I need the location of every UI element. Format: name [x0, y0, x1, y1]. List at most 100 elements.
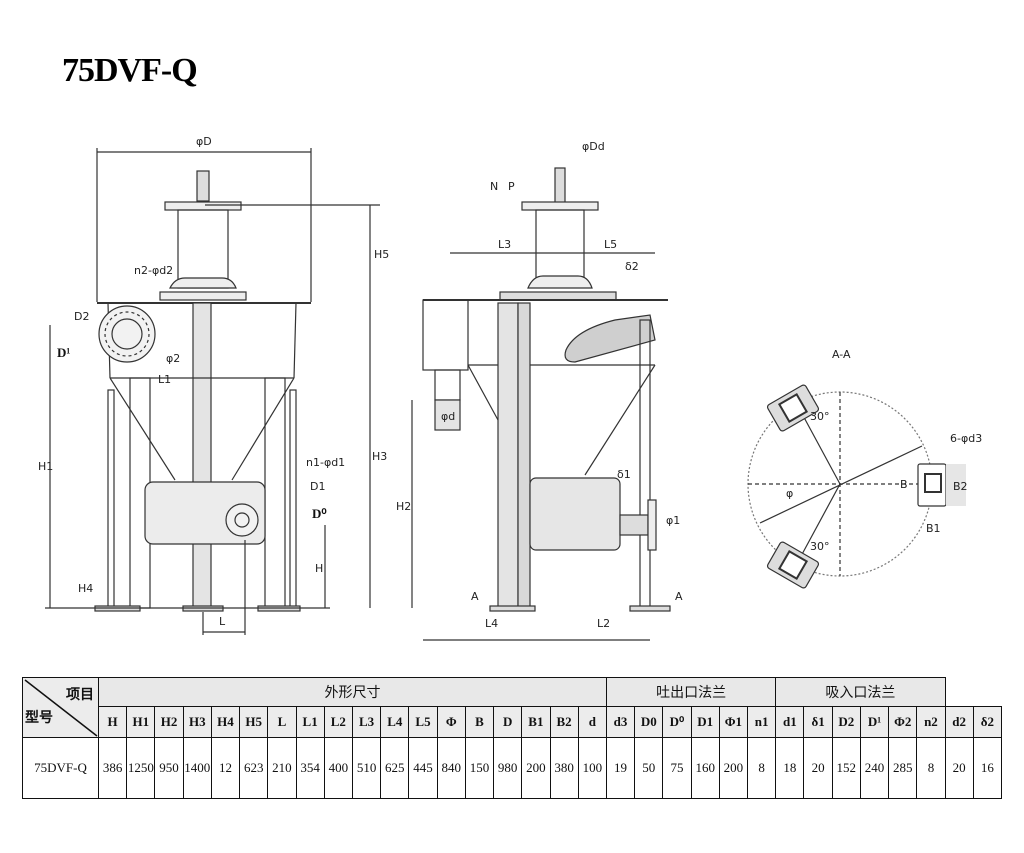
column-header: n2	[916, 706, 946, 738]
value-cell: 354	[295, 737, 325, 799]
group-header-row: 项目 型号 外形尺寸 吐出口法兰 吸入口法兰	[22, 677, 1002, 738]
value-cell: 19	[605, 737, 636, 799]
value-cell: 623	[239, 737, 269, 799]
value-cell: 160	[690, 737, 720, 799]
dim-H5: H5	[374, 248, 389, 261]
value-cell: 20	[944, 737, 974, 799]
column-header: H4	[210, 706, 241, 738]
svg-text:D⁰: D⁰	[312, 506, 327, 521]
svg-text:30°: 30°	[810, 540, 830, 553]
svg-text:N: N	[490, 180, 498, 193]
column-header: H	[97, 706, 128, 738]
column-header: L1	[295, 706, 325, 738]
svg-text:φDd: φDd	[582, 140, 605, 153]
model-cell: 75DVF-Q	[22, 737, 99, 799]
column-header: H1	[126, 706, 156, 738]
value-cell: 75	[662, 737, 692, 799]
value-cell: 50	[634, 737, 664, 799]
column-header: B1	[521, 706, 551, 738]
value-cell: 200	[521, 737, 551, 799]
value-cell: 100	[577, 737, 607, 799]
svg-text:H1: H1	[38, 460, 53, 473]
value-cell: 1250	[126, 737, 156, 799]
svg-text:30°: 30°	[810, 410, 830, 423]
table-corner-cell: 项目 型号	[22, 677, 99, 738]
svg-text:δ1: δ1	[617, 468, 631, 481]
svg-text:P: P	[508, 180, 515, 193]
value-cell: 200	[718, 737, 749, 799]
column-header: Φ1	[718, 706, 749, 738]
svg-text:H2: H2	[396, 500, 411, 513]
value-cell: 210	[267, 737, 297, 799]
group-discharge-flange: 吐出口法兰	[605, 677, 777, 707]
svg-text:L5: L5	[604, 238, 617, 251]
svg-text:L: L	[219, 615, 226, 628]
value-cell: 240	[859, 737, 890, 799]
column-header: n1	[747, 706, 777, 738]
column-header: D⁰	[662, 706, 692, 738]
value-cell: 8	[747, 737, 777, 799]
value-cell: 840	[436, 737, 466, 799]
column-header: Φ2	[888, 706, 918, 738]
value-cell: 625	[380, 737, 410, 799]
column-header: L3	[351, 706, 382, 738]
value-cell: 1400	[182, 737, 212, 799]
value-cell: 386	[97, 737, 128, 799]
value-cell: 380	[549, 737, 579, 799]
column-header: d2	[944, 706, 974, 738]
svg-text:B: B	[900, 478, 908, 491]
column-header: B2	[549, 706, 579, 738]
svg-text:φ2: φ2	[166, 352, 180, 365]
svg-text:δ2: δ2	[625, 260, 639, 273]
svg-text:H4: H4	[78, 582, 93, 595]
column-header: L2	[323, 706, 353, 738]
value-cell: 8	[916, 737, 946, 799]
svg-text:L3: L3	[498, 238, 511, 251]
svg-text:H3: H3	[372, 450, 387, 463]
column-header: δ1	[803, 706, 833, 738]
column-header: d1	[775, 706, 805, 738]
svg-text:B2: B2	[953, 480, 968, 493]
column-header: H3	[182, 706, 212, 738]
value-cell: 150	[464, 737, 495, 799]
column-header: d3	[605, 706, 636, 738]
value-cell: 445	[408, 737, 438, 799]
svg-text:D2: D2	[74, 310, 89, 323]
column-header: H5	[239, 706, 269, 738]
group-suction-flange: 吸入口法兰	[775, 677, 946, 707]
column-header: D¹	[859, 706, 890, 738]
svg-text:D¹: D¹	[57, 345, 70, 360]
svg-text:L1: L1	[158, 373, 171, 386]
column-header: D0	[634, 706, 664, 738]
column-header: L4	[380, 706, 410, 738]
value-cell: 510	[351, 737, 382, 799]
value-cell: 400	[323, 737, 353, 799]
svg-text:φd: φd	[441, 410, 455, 423]
svg-text:L4: L4	[485, 617, 498, 630]
svg-text:L2: L2	[597, 617, 610, 630]
svg-text:B1: B1	[926, 522, 941, 535]
value-cell: 950	[154, 737, 184, 799]
column-header: δ2	[972, 706, 1003, 738]
column-header: D2	[831, 706, 861, 738]
dim-phiD: φD	[196, 135, 212, 148]
column-header: D1	[690, 706, 720, 738]
value-cell: 980	[493, 737, 523, 799]
column-header: L	[267, 706, 297, 738]
value-cell: 152	[831, 737, 861, 799]
pump-technical-drawing: φD H5 n2-φd2 D2 D¹ φ2 L1 H1 H3 n1-φd1 D1…	[38, 135, 982, 641]
column-header: D	[493, 706, 523, 738]
svg-text:φ1: φ1	[666, 514, 680, 527]
column-header: d	[577, 706, 607, 738]
value-cell: 285	[888, 737, 918, 799]
corner-model-label: 型号	[25, 710, 53, 726]
group-overall-dimensions: 外形尺寸	[98, 677, 607, 707]
svg-text:6-φd3: 6-φd3	[950, 432, 982, 445]
svg-text:φ: φ	[786, 487, 793, 500]
svg-text:A: A	[471, 590, 479, 603]
value-cell: 16	[972, 737, 1003, 799]
dim-n2-d2: n2-φd2	[134, 264, 173, 277]
